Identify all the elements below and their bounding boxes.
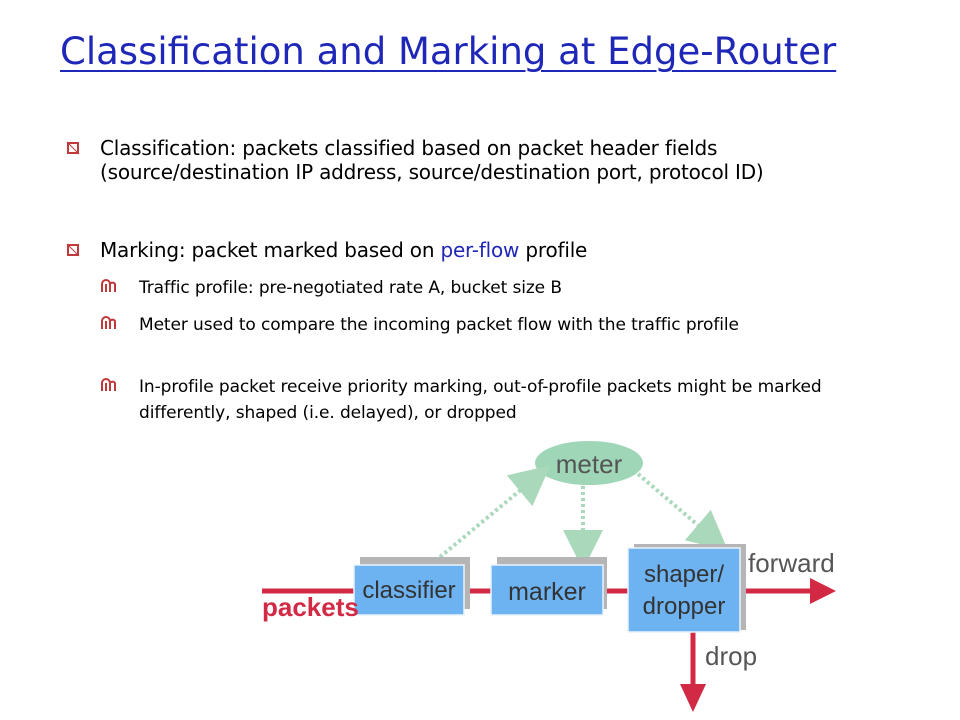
sub-bullet-icon [100,275,139,298]
subbullet-meter: Meter used to compare the incoming packe… [100,312,859,338]
subbullet-text: In-profile packet receive priority marki… [139,377,822,423]
per-flow-highlight: per-flow [440,238,520,262]
meter-label: meter [556,449,623,479]
packets-label: packets [262,592,359,622]
subbullet-text: Traffic profile: pre-negotiated rate A, … [139,278,562,298]
meter-to-shaper-arrow [636,472,729,551]
subbullet-traffic-profile: Traffic profile: pre-negotiated rate A, … [100,275,859,301]
bullet-classification: Classification: packets classified based… [64,136,860,184]
square-bullet-icon [64,238,100,263]
subbullet-in-profile: In-profile packet receive priority marki… [100,374,859,426]
shaper-dropper-box [627,547,741,633]
classifier-box [353,564,465,616]
shaper-label: shaper/ [644,561,724,588]
sub-bullet-icon [100,374,139,397]
classifier-to-meter-arrow [438,465,551,559]
marker-box [490,564,604,616]
subbullet-text: Meter used to compare the incoming packe… [139,315,739,335]
bullet-marking: Marking: packet marked based on per-flow… [64,238,860,263]
sub-bullet-icon [100,312,139,335]
classifier-label: classifier [362,577,455,604]
dropper-label: dropper [643,593,726,620]
meter-node [535,441,643,485]
bullet-text-part: Marking: packet marked based on [100,238,441,262]
square-bullet-icon [64,136,100,161]
drop-arrowhead [680,684,706,712]
bullet-text: Marking: packet marked based on per-flow… [100,238,860,262]
forward-label: forward [748,548,835,578]
forward-arrowhead [810,578,836,604]
marker-label: marker [508,578,586,606]
bullet-text-part: profile [519,238,588,262]
slide-title: Classification and Marking at Edge-Route… [60,30,837,73]
drop-label: drop [705,641,757,671]
bullet-text: Classification: packets classified based… [100,136,764,184]
